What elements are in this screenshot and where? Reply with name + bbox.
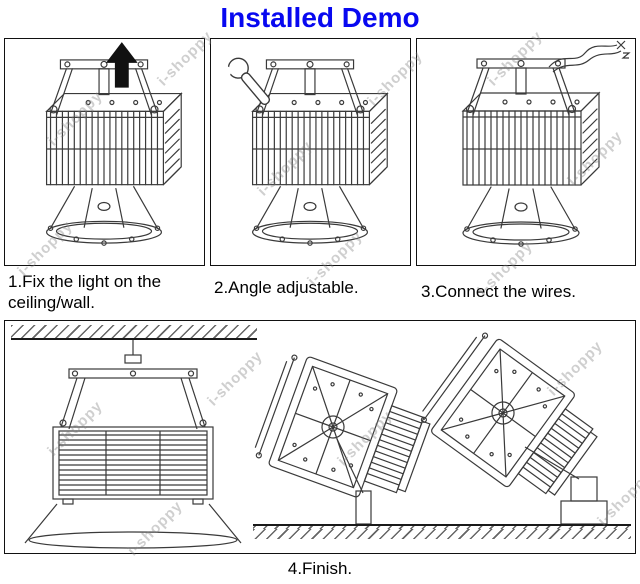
step4-illustration <box>24 326 611 549</box>
mounted-lamp-front-view <box>24 340 242 549</box>
step3-illustration <box>462 40 631 247</box>
pedestal-mount <box>524 446 608 525</box>
step2-caption: 2.Angle adjustable. <box>214 278 359 297</box>
step1-panel <box>4 38 205 266</box>
arrow-up-icon <box>105 42 138 88</box>
step1-illustration <box>45 42 182 246</box>
step2-panel <box>210 38 411 266</box>
highbay-lamp-drawing <box>45 59 182 246</box>
step3-panel <box>416 38 636 266</box>
tilted-lamp-middle <box>250 349 439 513</box>
step3-caption: 3.Connect the wires. <box>421 282 576 301</box>
tilted-lamp-right <box>414 326 611 514</box>
step4-caption: 4.Finish. <box>287 559 353 578</box>
highbay-lamp-drawing <box>251 59 388 246</box>
wrench-icon <box>217 57 271 106</box>
wires-icon <box>548 40 631 73</box>
ground-hatch <box>253 524 631 539</box>
step1-caption: 1.Fix the light on the ceiling/wall. <box>8 272 162 312</box>
ceiling-hatch <box>11 325 257 340</box>
step4-panel <box>4 320 636 554</box>
page-title: Installed Demo <box>220 2 420 33</box>
highbay-lamp-drawing <box>462 58 600 247</box>
step2-illustration <box>217 57 388 246</box>
